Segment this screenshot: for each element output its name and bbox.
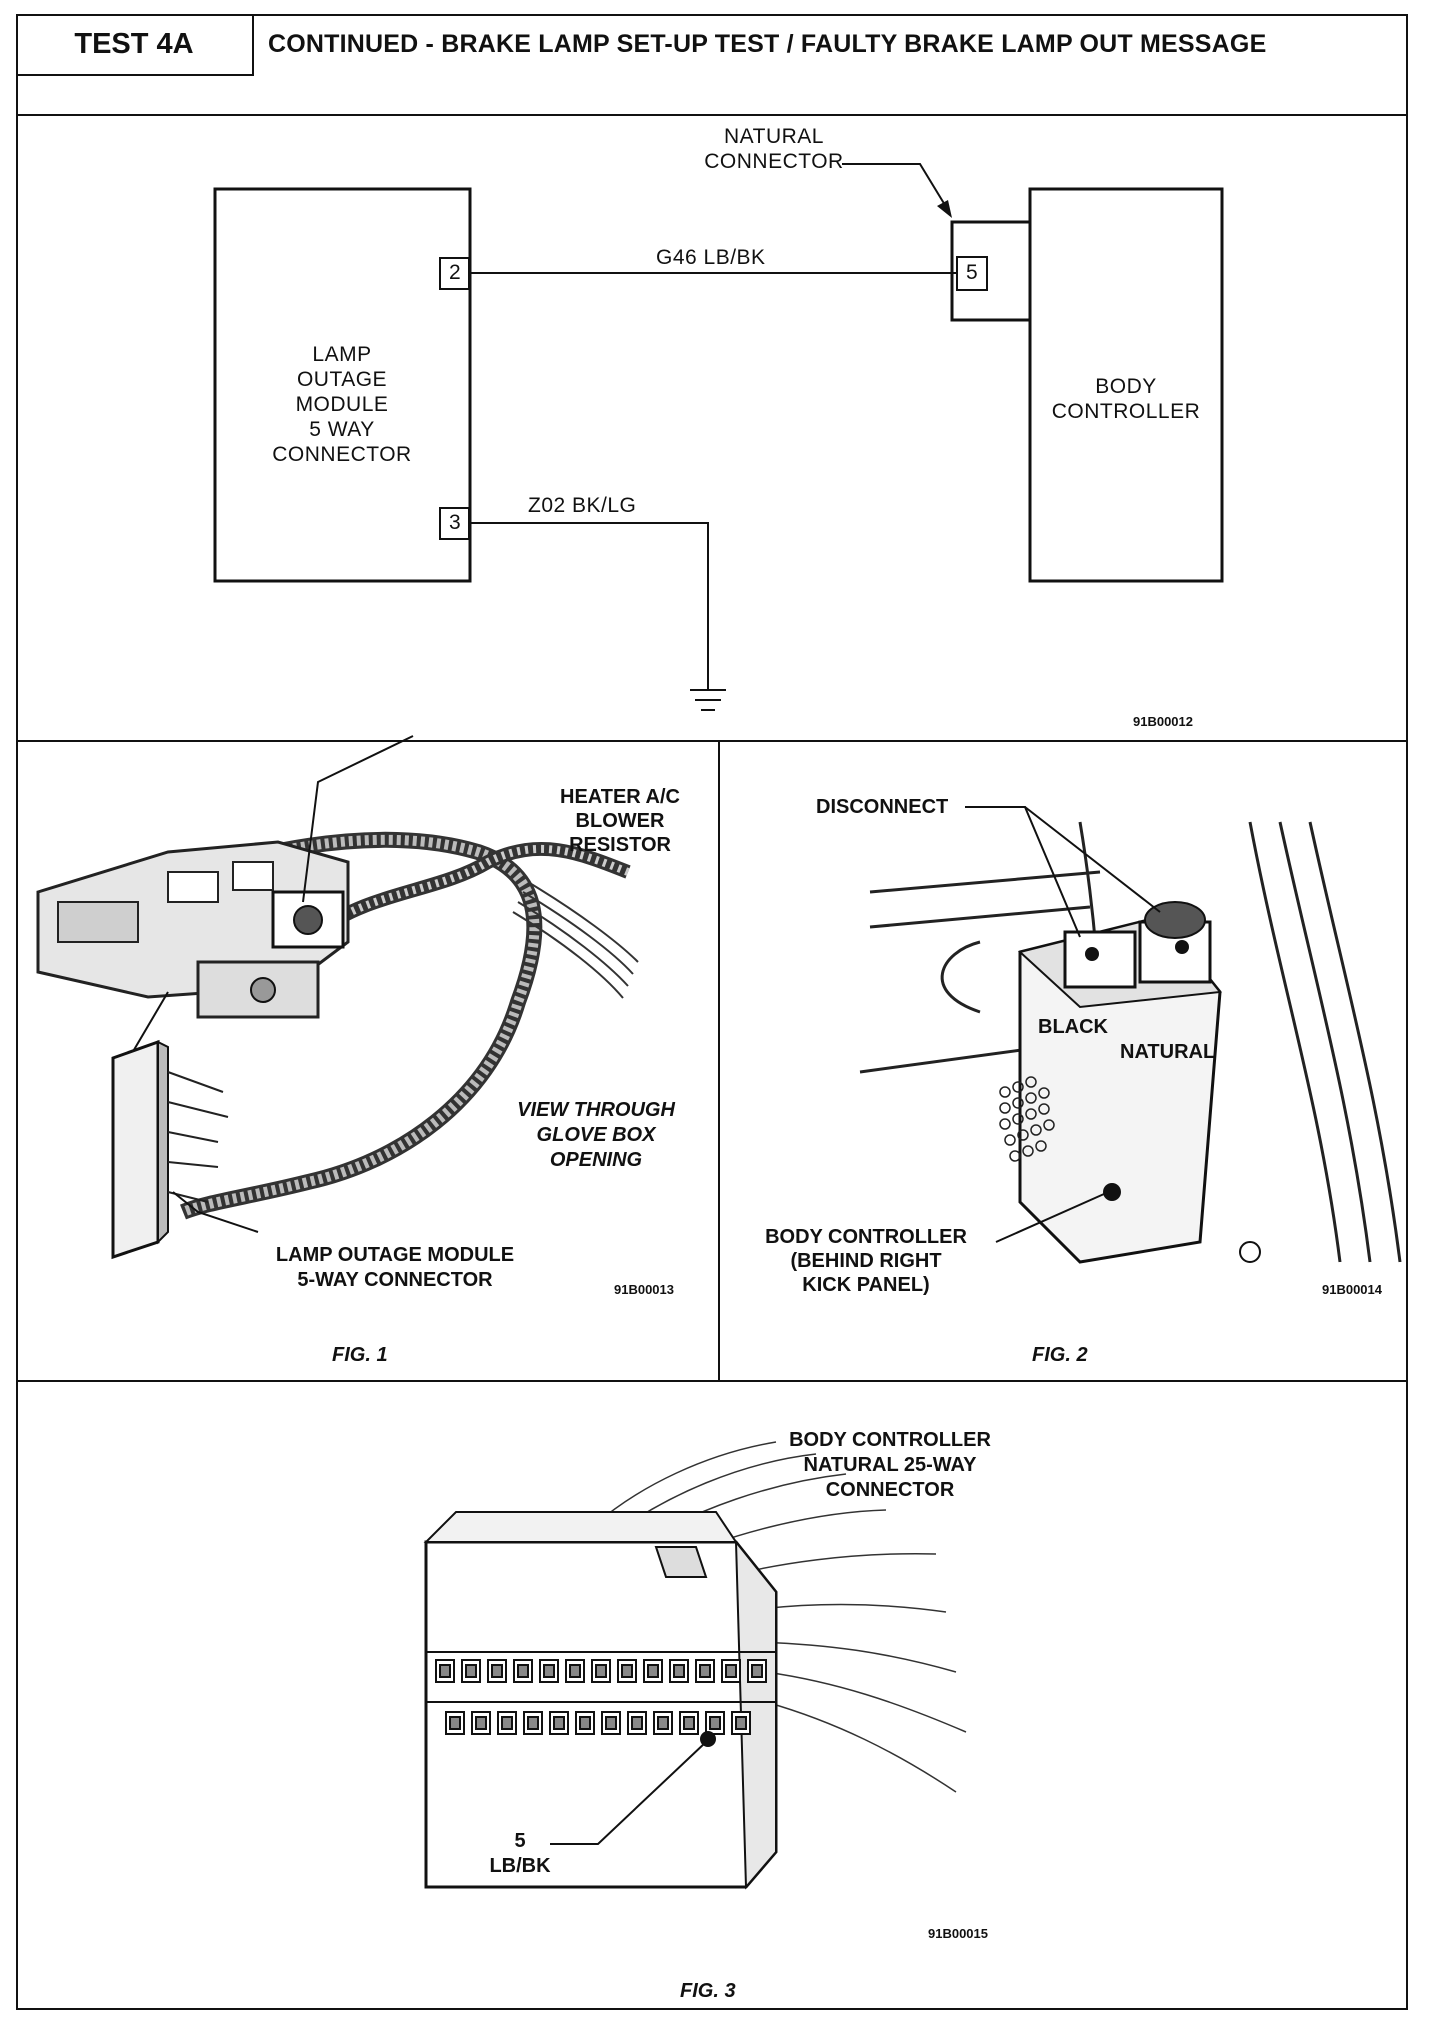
harness-loop — [144, 831, 543, 1220]
cavity-terminal — [527, 1716, 539, 1730]
page-title: CONTINUED - BRAKE LAMP SET-UP TEST / FAU… — [268, 30, 1267, 58]
body-controller-marker — [1103, 1183, 1121, 1201]
pin-5-label: 5 — [966, 261, 979, 284]
ground-icon — [690, 689, 726, 711]
cavity-terminal — [501, 1716, 513, 1730]
fig2-natural-label: NATURAL — [1120, 1041, 1216, 1063]
cavity-terminal — [647, 1664, 659, 1678]
wiring-schematic — [213, 163, 1224, 711]
cavity-terminal — [605, 1716, 617, 1730]
header-divider — [16, 114, 1408, 116]
fig2-disconnect-label: DISCONNECT — [816, 796, 949, 818]
cavity-terminal — [491, 1664, 503, 1678]
cavity-terminal — [699, 1664, 711, 1678]
pin-2-label: 2 — [449, 261, 462, 284]
fig-column-divider — [718, 740, 720, 1382]
fig3-illustration — [423, 1441, 967, 1890]
cavity-terminal — [657, 1716, 669, 1730]
cavity-terminal — [725, 1664, 737, 1678]
cavity-terminal — [579, 1716, 591, 1730]
fig3-figure-code: 91B00015 — [928, 1926, 988, 1941]
cavity-terminal — [595, 1664, 607, 1678]
fig2-black-label: BLACK — [1038, 1016, 1108, 1038]
cavity-terminal — [735, 1716, 747, 1730]
fig3-caption: FIG. 3 — [680, 1980, 736, 2002]
wire-g46-label: G46 LB/BK — [656, 246, 766, 269]
fig1-connector-label: LAMP OUTAGE MODULE 5-WAY CONNECTOR — [275, 1244, 515, 1291]
fig1-view-label: VIEW THROUGH GLOVE BOX OPENING — [517, 1099, 675, 1171]
cavity-terminal — [621, 1664, 633, 1678]
schematic-divider — [16, 740, 1408, 742]
pin-5-leader — [550, 1741, 707, 1845]
connector-cavities — [435, 1659, 767, 1735]
test-id-box: TEST 4A — [16, 14, 254, 76]
body-controller-label: BODY CONTROLLER — [1051, 375, 1201, 423]
cavity-terminal — [631, 1716, 643, 1730]
fig3-pin-number: 5 — [514, 1830, 526, 1852]
fig2-figure-code: 91B00014 — [1322, 1282, 1382, 1297]
cavity-terminal — [683, 1716, 695, 1730]
fig1-figure-code: 91B00013 — [614, 1282, 674, 1297]
fig2-caption: FIG. 2 — [1032, 1344, 1088, 1366]
pin-2-box — [439, 257, 470, 290]
pin-3-box — [439, 507, 470, 540]
schematic-figure-code: 91B00012 — [1133, 714, 1193, 729]
cavity-terminal — [673, 1664, 685, 1678]
wire-z02-label: Z02 BK/LG — [528, 494, 637, 517]
natural-connector-leader — [842, 163, 952, 218]
cavity-terminal — [709, 1716, 721, 1730]
page-frame — [16, 14, 1408, 2010]
cavity-terminal — [553, 1716, 565, 1730]
wire-z02 — [470, 522, 709, 690]
lamp-outage-connector-icon — [111, 1039, 229, 1260]
fig3-pin-wire: LB/BK — [489, 1855, 551, 1877]
connector-25-way-icon — [423, 1511, 778, 1890]
fig2-illustration — [859, 806, 1402, 1264]
fig1-caption: FIG. 1 — [332, 1344, 388, 1366]
cavity-terminal — [751, 1664, 763, 1678]
cavity-terminal — [475, 1716, 487, 1730]
fig1-heater-label: HEATER A/C BLOWER RESISTOR — [560, 786, 680, 856]
natural-connector-icon — [1138, 901, 1212, 984]
lamp-outage-module-label: LAMP OUTAGE MODULE 5 WAY CONNECTOR — [272, 343, 412, 466]
cavity-terminal — [465, 1664, 477, 1678]
body-controller-box — [1028, 187, 1224, 583]
cavity-terminal — [543, 1664, 555, 1678]
cavity-terminal — [517, 1664, 529, 1678]
fig1-illustration — [36, 735, 639, 1260]
fig2-body-label: BODY CONTROLLER (BEHIND RIGHT KICK PANEL… — [765, 1226, 967, 1296]
fig3-connector-label: BODY CONTROLLER NATURAL 25-WAY CONNECTOR — [789, 1429, 991, 1501]
cavity-terminal — [569, 1664, 581, 1678]
pin-5-box — [956, 256, 988, 291]
figures-divider — [16, 1380, 1408, 1382]
pin-3-label: 3 — [449, 511, 462, 534]
cavity-terminal — [439, 1664, 451, 1678]
lamp-outage-module-box — [213, 187, 472, 583]
cavity-terminal — [449, 1716, 461, 1730]
black-connector-icon — [1063, 930, 1137, 989]
natural-connector-label: NATURAL CONNECTOR — [704, 125, 844, 173]
